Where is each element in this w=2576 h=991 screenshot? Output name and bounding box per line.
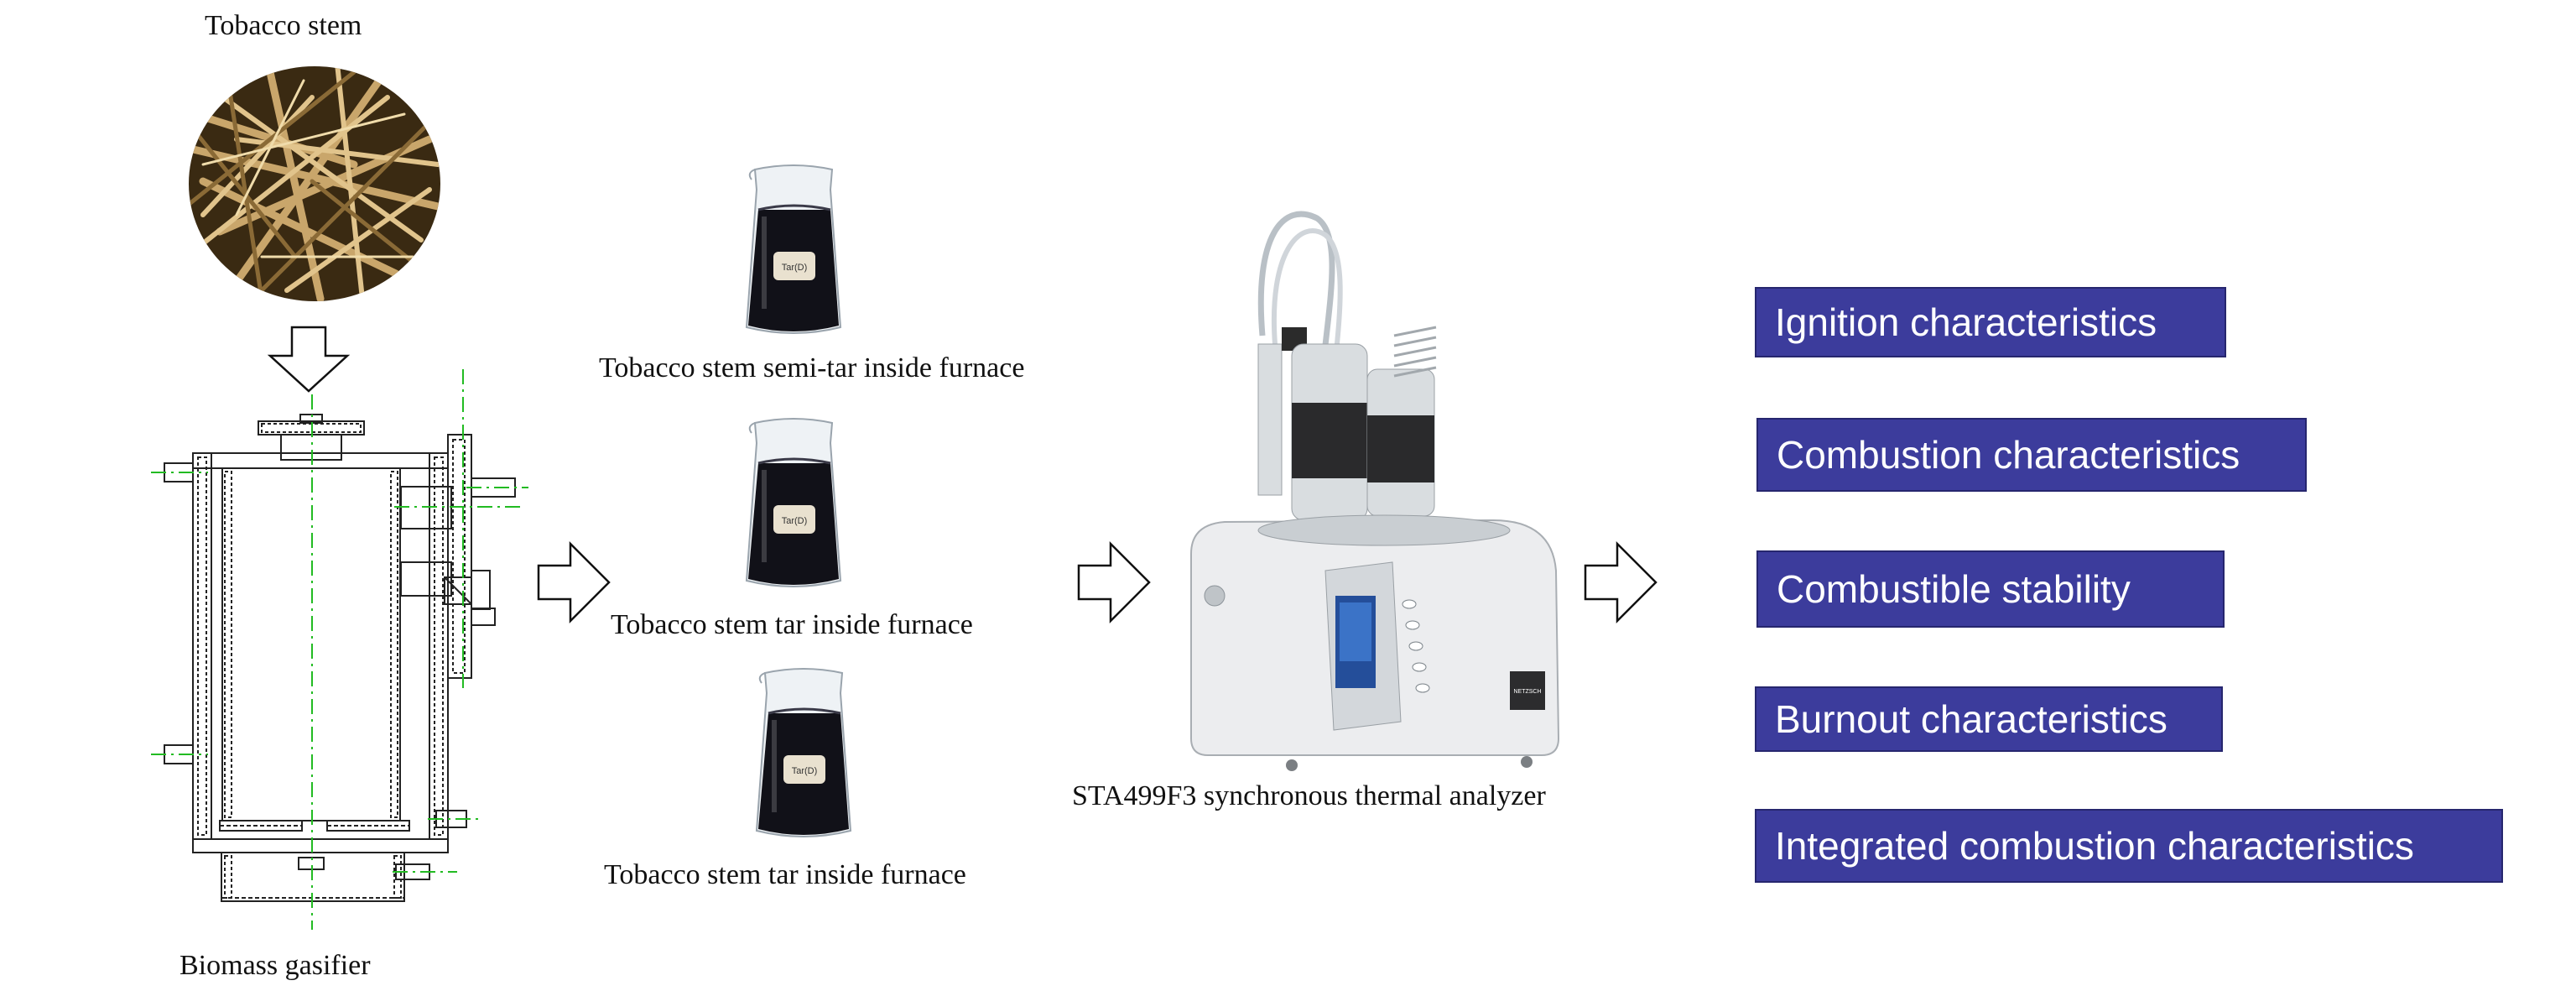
beaker-tag: Tar(D) bbox=[782, 516, 808, 526]
thermal-analyzer-image: NETZSCH bbox=[1190, 211, 1560, 771]
output-ignition-characteristics: Ignition characteristics bbox=[1755, 287, 2226, 357]
beaker-icon: Tar(D) bbox=[755, 668, 852, 837]
biomass-gasifier-label: Biomass gasifier bbox=[180, 950, 371, 981]
right-arrow-2 bbox=[1077, 540, 1151, 624]
analyzer-label: STA499F3 synchronous thermal analyzer bbox=[1072, 780, 1546, 811]
right-arrow-3 bbox=[1584, 540, 1657, 624]
beaker-icon: Tar(D) bbox=[745, 164, 842, 334]
sample-2-label: Tobacco stem tar inside furnace bbox=[611, 609, 973, 640]
right-arrow-1 bbox=[537, 540, 611, 624]
output-combustion-characteristics: Combustion characteristics bbox=[1756, 418, 2307, 492]
analyzer-brand: NETZSCH bbox=[1513, 689, 1541, 695]
tobacco-stem-photo bbox=[189, 66, 440, 301]
beaker-tag: Tar(D) bbox=[782, 263, 808, 273]
sample-3-label: Tobacco stem tar inside furnace bbox=[604, 859, 966, 890]
beaker-tag: Tar(D) bbox=[792, 766, 818, 776]
tobacco-stem-label: Tobacco stem bbox=[205, 10, 362, 41]
output-integrated-combustion-characteristics: Integrated combustion characteristics bbox=[1755, 809, 2503, 883]
down-arrow bbox=[267, 326, 351, 393]
output-burnout-characteristics: Burnout characteristics bbox=[1755, 686, 2223, 752]
beaker-icon: Tar(D) bbox=[745, 418, 842, 587]
output-combustible-stability: Combustible stability bbox=[1756, 550, 2225, 628]
biomass-gasifier-diagram bbox=[151, 369, 528, 930]
sample-1-label: Tobacco stem semi-tar inside furnace bbox=[599, 352, 1025, 383]
